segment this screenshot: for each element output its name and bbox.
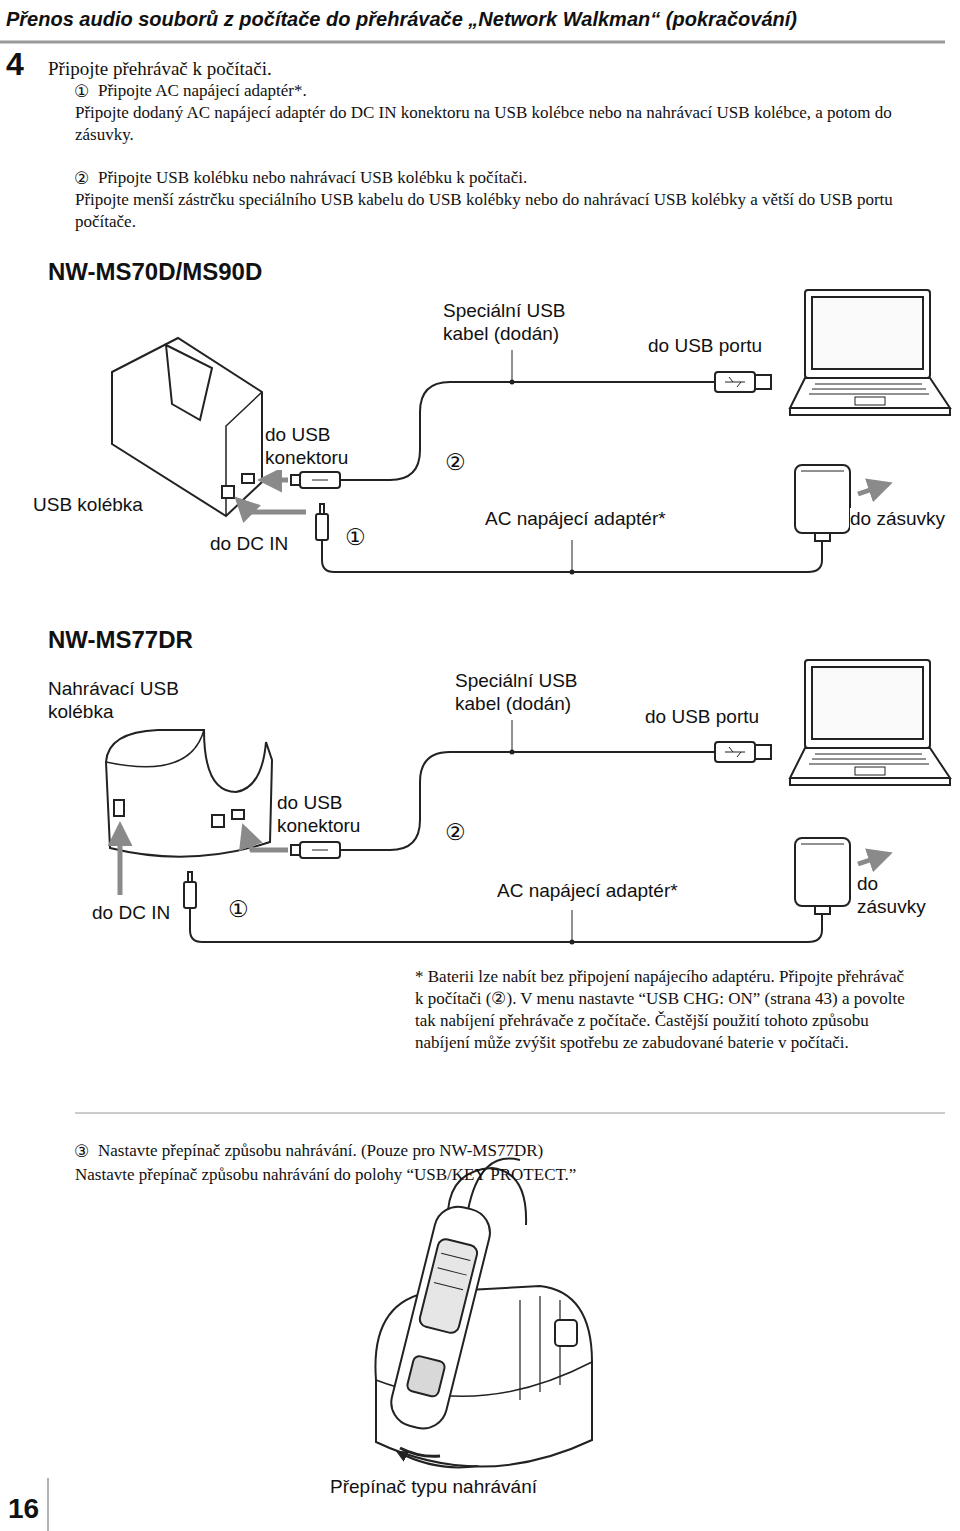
laptop xyxy=(790,290,950,415)
part-label: AC napájecí adaptér* xyxy=(497,880,678,903)
instruction: Připojte dodaný AC napájecí adaptér do D… xyxy=(75,102,910,146)
model-heading: NW-MS77DR xyxy=(48,626,193,654)
connector-label: do USB portu xyxy=(648,335,762,358)
header-rule xyxy=(0,42,945,43)
part-label: Speciální USB kabel (dodán) xyxy=(443,300,593,346)
connector-label: do USB konektoru xyxy=(277,792,392,838)
callout-number: ① xyxy=(74,80,89,102)
connector-label: do zásuvky xyxy=(857,873,945,919)
usb-cradle xyxy=(112,338,262,516)
ac-adapter xyxy=(795,465,850,541)
callout-number: ① xyxy=(228,896,249,923)
connector-label: do DC IN xyxy=(210,533,288,556)
step-heading: Připojte přehrávač k počítači. xyxy=(48,58,272,80)
page-title: Přenos audio souborů z počítače do přehr… xyxy=(6,8,797,32)
switch-arrow xyxy=(398,1452,478,1467)
callout-number: ② xyxy=(74,167,89,189)
step-number: 4 xyxy=(6,46,24,84)
page-rule xyxy=(48,1478,49,1531)
part-label: Speciální USB kabel (dodán) xyxy=(455,670,605,716)
part-label: AC napájecí adaptér* xyxy=(485,508,666,531)
footnote: * Baterii lze nabít bez připojení napáje… xyxy=(415,966,910,1054)
instruction: Nastavte přepínač způsobu nahrávání do p… xyxy=(75,1164,576,1186)
callout-number: ② xyxy=(445,819,466,846)
power-cable xyxy=(184,872,822,945)
model-heading: NW-MS70D/MS90D xyxy=(48,258,262,286)
connector-label: do zásuvky xyxy=(850,508,945,531)
part-label: Přepínač typu nahrávání xyxy=(330,1476,537,1499)
connector-label: do USB konektoru xyxy=(265,424,380,470)
part-label: Nahrávací USB kolébka xyxy=(48,678,188,724)
ac-adapter xyxy=(795,838,850,914)
page-number: 16 xyxy=(8,1492,39,1525)
part-label: USB kolébka xyxy=(33,494,143,517)
connector-label: do DC IN xyxy=(92,902,170,925)
instruction: Připojte USB kolébku nebo nahrávací USB … xyxy=(98,167,527,189)
section-rule xyxy=(75,1113,945,1114)
instruction: Připojte AC napájecí adaptér*. xyxy=(98,80,307,102)
callout-number: ① xyxy=(345,524,366,551)
laptop xyxy=(790,660,950,785)
instruction: Nastavte přepínač způsobu nahrávání. (Po… xyxy=(98,1140,543,1162)
callout-number: ③ xyxy=(74,1140,89,1162)
callout-number: ② xyxy=(445,449,466,476)
cradle-with-player xyxy=(375,1159,592,1467)
instruction: Připojte menší zástrčku speciálního USB … xyxy=(75,189,925,233)
connector-label: do USB portu xyxy=(645,706,759,729)
power-cable xyxy=(316,504,822,575)
